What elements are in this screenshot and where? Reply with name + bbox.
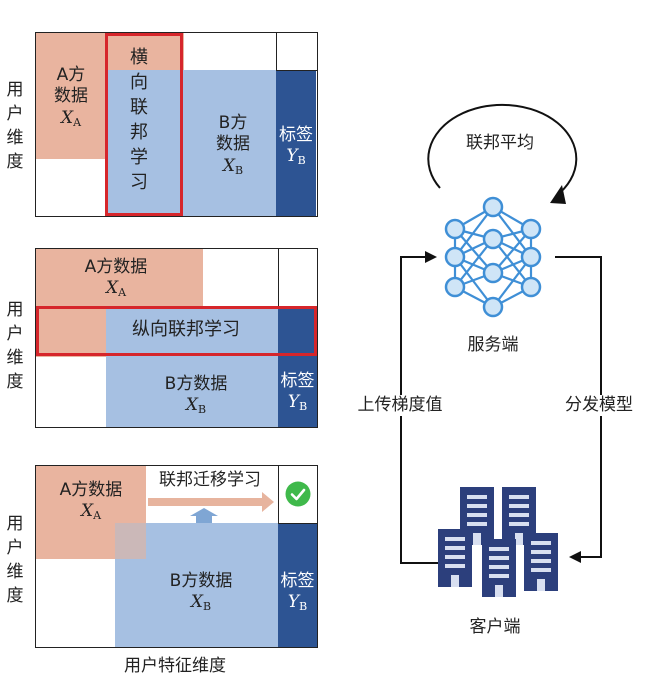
user-dimension-label-3: 用户维度 xyxy=(6,514,24,606)
distribute-arrowhead xyxy=(569,551,581,563)
overlap-region xyxy=(115,523,146,559)
label-text: 标签 YB xyxy=(280,371,315,414)
upload-gradient-label: 上传梯度值 xyxy=(340,395,460,417)
label-top-empty xyxy=(276,33,317,71)
party-b-text: B方数据 XB xyxy=(169,571,233,614)
user-feature-dimension-label: 用户特征维度 xyxy=(124,656,226,676)
transfer-fl-label: 联邦迁移学习 xyxy=(159,470,261,490)
party-a-text: A方数据 XA xyxy=(59,480,123,523)
buildings-icon xyxy=(438,487,558,597)
party-b-text: B方数据 XB xyxy=(164,374,228,417)
label-top-empty xyxy=(278,249,317,308)
label-column xyxy=(276,70,316,216)
server-label: 服务端 xyxy=(467,335,519,355)
party-a-text: A方数据 XA xyxy=(84,257,148,300)
horizontal-fl-highlight xyxy=(105,33,183,216)
distribute-model-label: 分发模型 xyxy=(549,395,649,417)
neural-network-icon xyxy=(444,196,542,318)
user-dimension-label-1: 用户维度 xyxy=(6,80,24,172)
label-column xyxy=(278,523,317,647)
party-b-text: B方数据 XB xyxy=(216,113,250,177)
transfer-arrows xyxy=(148,492,274,523)
client-label: 客户端 xyxy=(469,617,521,637)
party-b-block xyxy=(106,307,278,427)
label-text: 标签 YB xyxy=(279,125,313,168)
panel-horizontal-fl: A方数据 XA 横向联邦学习 B方数据 XB 标签 YB xyxy=(35,32,318,217)
label-top-empty xyxy=(278,466,317,524)
fed-avg-cycle-arrow xyxy=(427,103,578,204)
label-text: 标签 YB xyxy=(280,571,315,614)
horizontal-fl-label: 横向联邦学习 xyxy=(130,47,148,193)
label-column xyxy=(278,307,317,427)
panel-transfer-fl: A方数据 XA 联邦迁移学习 B方数据 XB 标签 YB xyxy=(35,465,318,648)
upload-arrowhead xyxy=(425,251,437,263)
transfer-right-arrow xyxy=(148,492,274,512)
party-a-text: A方数据 XA xyxy=(54,65,88,129)
panel-vertical-fl: A方数据 XA 纵向联邦学习 B方数据 XB 标签 YB xyxy=(35,248,318,428)
check-circle-icon xyxy=(285,481,311,507)
vertical-fl-label: 纵向联邦学习 xyxy=(132,319,240,340)
user-dimension-label-2: 用户维度 xyxy=(6,300,24,392)
party-b-block xyxy=(106,70,276,216)
vertical-fl-highlight xyxy=(36,306,317,356)
transfer-up-arrow xyxy=(190,508,218,523)
fed-avg-label: 联邦平均 xyxy=(466,133,534,153)
